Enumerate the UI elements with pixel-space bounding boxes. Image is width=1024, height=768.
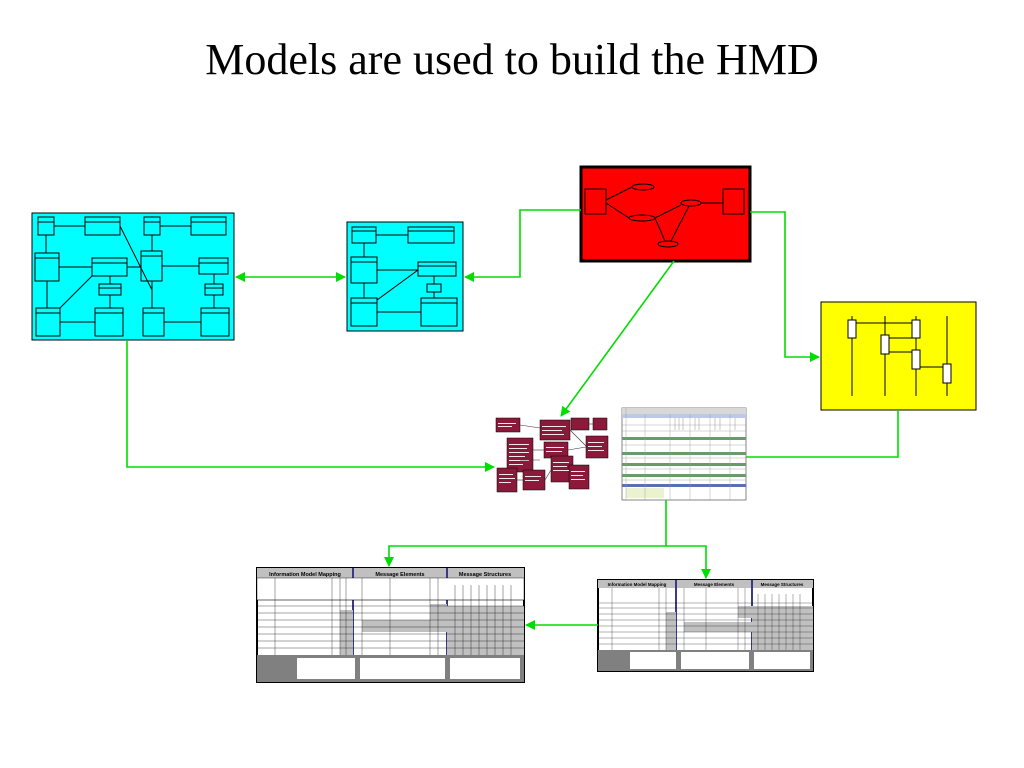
arrow-yellow-to-spreadsheet: [746, 410, 899, 458]
arrow-cyan-large-to-rmim: [126, 340, 495, 472]
hmd-large-section-mapping: Information Model Mapping: [269, 572, 341, 578]
cyan-model-large: [31, 212, 235, 341]
arrow-red-to-cyan-small: [464, 209, 581, 282]
arrow-red-to-yellow: [750, 211, 820, 362]
slide-title: Models are used to build the HMD: [205, 35, 819, 84]
cyan-model-small: [346, 221, 464, 332]
arrow-to-hmd-small: [666, 545, 711, 579]
hmd-small-section-structures: Message Structures: [761, 582, 804, 587]
arrow-to-hmd-large: [384, 500, 667, 567]
hmd-table-large: Information Model Mapping Message Elemen…: [256, 567, 525, 683]
hmd-large-section-elements: Message Elements: [375, 572, 424, 578]
spreadsheet-model: [621, 407, 747, 501]
red-model: [579, 165, 752, 263]
yellow-model: [820, 301, 977, 411]
hmd-small-section-elements: Message Elements: [694, 582, 735, 587]
arrow-red-to-rmim: [560, 260, 675, 417]
hmd-table-small: Information Model Mapping Message Elemen…: [597, 579, 814, 672]
rmim-model: [495, 417, 609, 493]
hmd-large-section-structures: Message Structures: [459, 572, 511, 578]
hmd-small-section-mapping: Information Model Mapping: [608, 582, 667, 587]
